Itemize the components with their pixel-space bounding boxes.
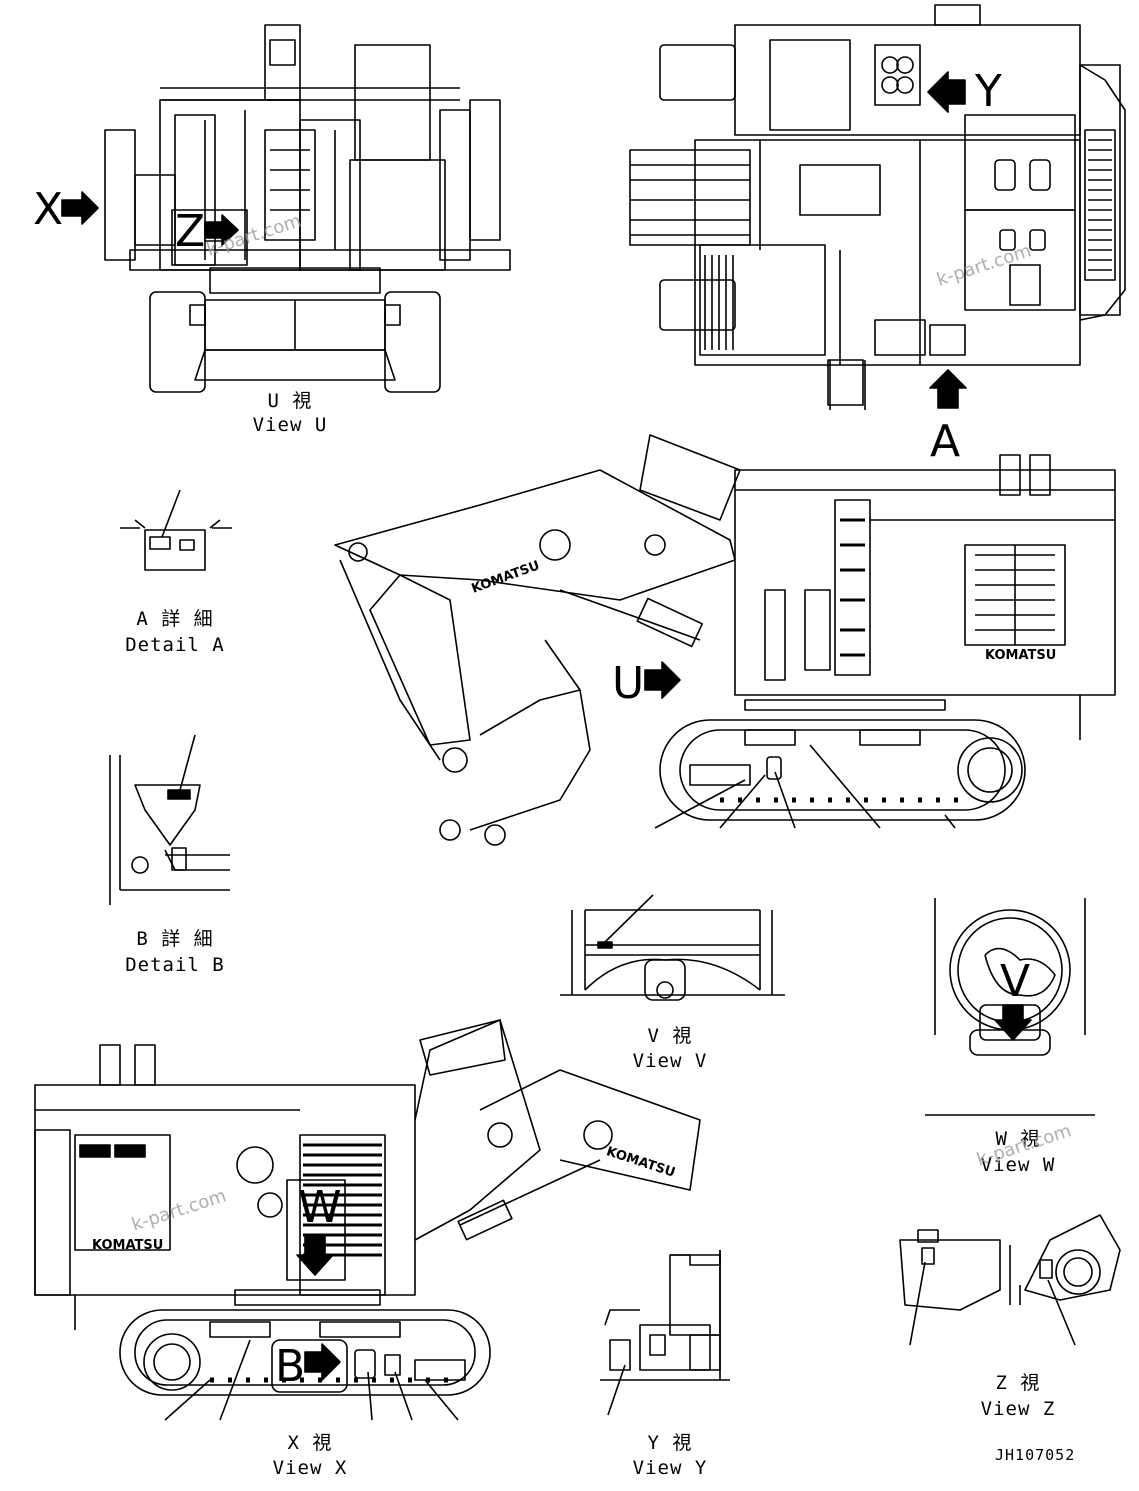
marker-x: X	[33, 184, 64, 235]
view-z-caption-jp: Z 視	[995, 1372, 1041, 1394]
v-arrow-icon	[994, 1004, 1032, 1041]
plan-view-drawing	[629, 4, 1126, 410]
view-z-drawing	[899, 1214, 1121, 1346]
y-arrow-icon	[927, 71, 966, 113]
detail-a-caption-en: Detail A	[125, 634, 225, 656]
marker-b: B	[275, 1341, 306, 1392]
view-v-caption-jp: V 視	[647, 1025, 693, 1047]
view-z-caption-en: View Z	[980, 1398, 1056, 1420]
marker-u: U	[612, 658, 645, 709]
view-y-caption-jp: Y 視	[647, 1432, 693, 1454]
main-side-view-drawing	[334, 434, 1116, 846]
u-arrow-icon	[644, 661, 681, 699]
detail-a-drawing	[120, 489, 232, 571]
x-arrow-icon	[61, 191, 99, 225]
marker-v: V	[1000, 956, 1031, 1007]
drawing-code: JH107052	[995, 1446, 1076, 1464]
a-arrow-icon	[929, 369, 967, 409]
w-marker-frame	[286, 1179, 346, 1281]
view-x-drawing	[34, 1019, 701, 1421]
z-arrow-icon	[204, 214, 239, 246]
brand-body-x-label: KOMATSU	[92, 1238, 164, 1253]
view-x-caption-jp: X 視	[287, 1432, 333, 1454]
brand-body-label: KOMATSU	[985, 648, 1057, 663]
view-u-caption-jp: U 視	[267, 390, 313, 412]
view-y-drawing	[600, 1250, 730, 1416]
view-y-caption-en: View Y	[632, 1457, 708, 1479]
detail-b-drawing	[109, 734, 230, 905]
marker-w: W	[298, 1182, 342, 1233]
marker-y: Y	[975, 66, 1002, 117]
view-v-caption-en: View V	[632, 1050, 708, 1072]
view-u-drawing	[104, 24, 511, 393]
view-w-caption-jp: W 視	[995, 1128, 1041, 1150]
view-x-caption-en: View X	[272, 1457, 348, 1479]
detail-b-caption-en: Detail B	[125, 954, 225, 976]
detail-b-caption-jp: B 詳 細	[136, 928, 214, 950]
b-marker-frame	[271, 1339, 348, 1393]
marker-a: A	[930, 416, 961, 467]
detail-a-caption-jp: A 詳 細	[136, 608, 214, 630]
view-w-caption-en: View W	[980, 1154, 1056, 1176]
marker-z: Z	[175, 206, 206, 257]
b-arrow-icon	[304, 1343, 341, 1381]
view-u-caption-en: View U	[252, 414, 328, 436]
w-arrow-icon	[296, 1234, 334, 1276]
view-v-drawing	[560, 894, 785, 1001]
